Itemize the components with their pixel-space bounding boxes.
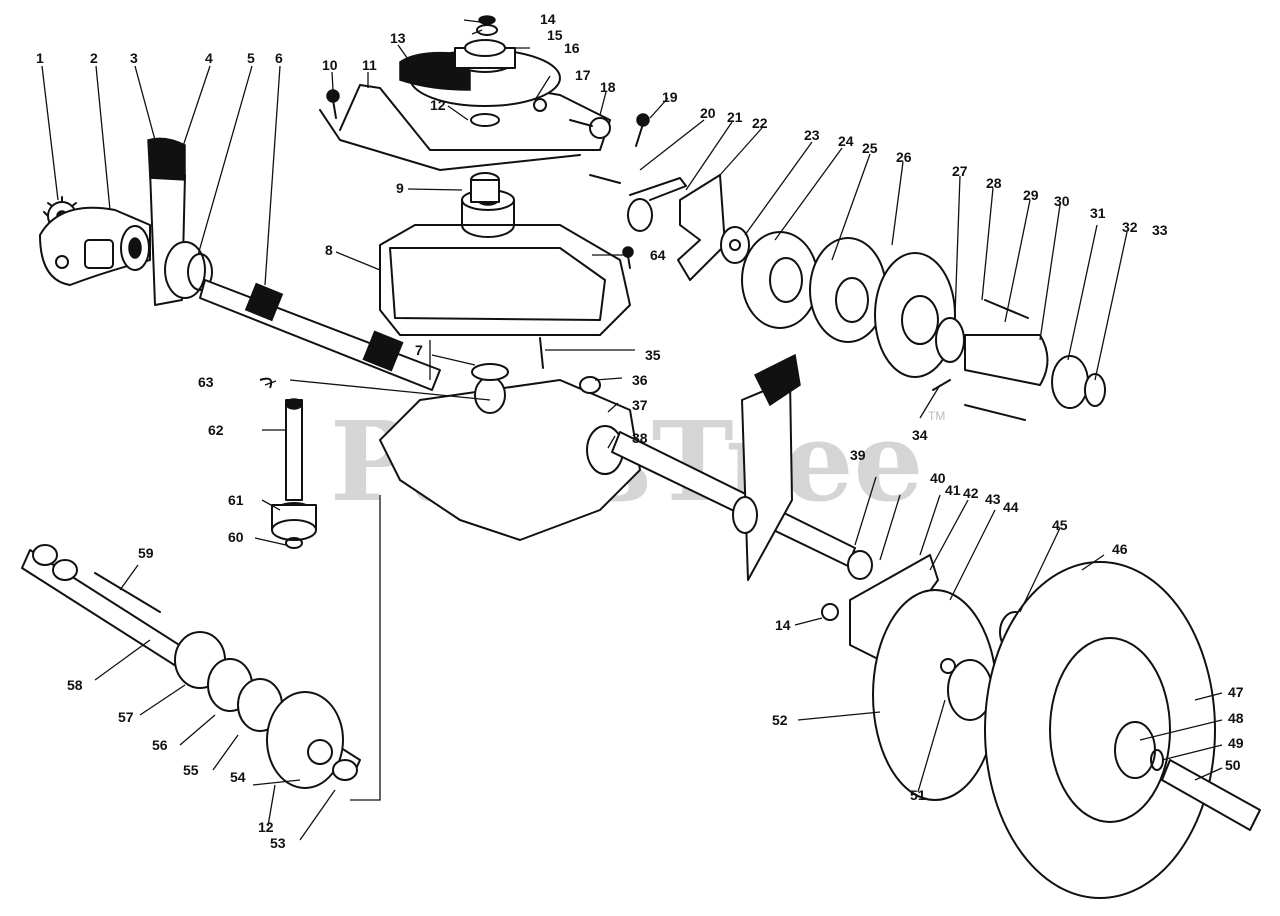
callout-25: 25 <box>862 140 878 156</box>
shift-linkage-assembly <box>39 137 213 306</box>
callout-8: 8 <box>325 242 333 258</box>
leader-lines <box>41 19 1223 841</box>
callout-13: 13 <box>390 30 406 46</box>
callout-49: 49 <box>1228 735 1244 751</box>
callout-26: 26 <box>896 149 912 165</box>
callout-64: 64 <box>650 247 666 263</box>
clutch-stack <box>720 226 1106 421</box>
callout-31: 31 <box>1090 205 1106 221</box>
callout-1: 1 <box>36 50 44 66</box>
callout-23: 23 <box>804 127 820 143</box>
callout-58: 58 <box>67 677 83 693</box>
callout-4: 4 <box>205 50 213 66</box>
callout-43: 43 <box>985 491 1001 507</box>
callout-56: 56 <box>152 737 168 753</box>
callout-29: 29 <box>1023 187 1039 203</box>
callout-51: 51 <box>910 787 926 803</box>
callout-32: 32 <box>1122 219 1138 235</box>
callout-59: 59 <box>138 545 154 561</box>
callout-37: 37 <box>632 397 648 413</box>
callout-14-wheel: 14 <box>775 617 791 633</box>
callout-21: 21 <box>727 109 743 125</box>
callout-53: 53 <box>270 835 286 851</box>
callout-50: 50 <box>1225 757 1241 773</box>
callout-16: 16 <box>564 40 580 56</box>
callout-61: 61 <box>228 492 244 508</box>
callout-12-bottom: 12 <box>258 819 274 835</box>
callout-41: 41 <box>945 482 961 498</box>
callout-28: 28 <box>986 175 1002 191</box>
callout-17: 17 <box>575 67 591 83</box>
callout-44: 44 <box>1003 499 1019 515</box>
callout-14-top: 14 <box>540 11 556 27</box>
callout-22: 22 <box>752 115 768 131</box>
callout-35: 35 <box>645 347 661 363</box>
callout-33: 33 <box>1152 222 1168 238</box>
gear-stack <box>21 544 361 789</box>
callout-27: 27 <box>952 163 968 179</box>
callout-18: 18 <box>600 79 616 95</box>
callout-48: 48 <box>1228 710 1244 726</box>
pulley-assembly <box>319 15 726 281</box>
callout-62: 62 <box>208 422 224 438</box>
trademark-mark: TM <box>928 409 945 423</box>
drive-shaft <box>199 279 441 391</box>
callout-15: 15 <box>547 27 563 43</box>
callout-45: 45 <box>1052 517 1068 533</box>
gear-case-housing <box>259 337 641 541</box>
callout-57: 57 <box>118 709 134 725</box>
callout-11: 11 <box>362 57 377 73</box>
callout-46: 46 <box>1112 541 1128 557</box>
callout-52: 52 <box>772 712 788 728</box>
callout-30: 30 <box>1054 193 1070 209</box>
callout-54: 54 <box>230 769 246 785</box>
callout-40: 40 <box>930 470 946 486</box>
callout-24: 24 <box>838 133 854 149</box>
wheel-assembly <box>821 550 1261 899</box>
callout-38: 38 <box>632 430 648 446</box>
callout-6: 6 <box>275 50 283 66</box>
callout-3: 3 <box>130 50 138 66</box>
callout-9: 9 <box>396 180 404 196</box>
callout-20: 20 <box>700 105 716 121</box>
gear-case-cover <box>379 172 631 336</box>
callout-7: 7 <box>415 342 423 358</box>
callout-34: 34 <box>912 427 928 443</box>
callout-19: 19 <box>662 89 678 105</box>
callout-2: 2 <box>90 50 98 66</box>
callout-55: 55 <box>183 762 199 778</box>
callout-39: 39 <box>850 447 866 463</box>
callout-labels: 1 2 3 4 5 6 7 8 9 10 11 12 12 13 14 14 1… <box>36 11 1244 851</box>
callout-12-top: 12 <box>430 97 446 113</box>
callout-42: 42 <box>963 485 979 501</box>
callout-5: 5 <box>247 50 255 66</box>
callout-10: 10 <box>322 57 338 73</box>
callout-36: 36 <box>632 372 648 388</box>
callout-47: 47 <box>1228 684 1244 700</box>
callout-60: 60 <box>228 529 244 545</box>
callout-63: 63 <box>198 374 214 390</box>
pinion-shaft <box>271 398 317 549</box>
